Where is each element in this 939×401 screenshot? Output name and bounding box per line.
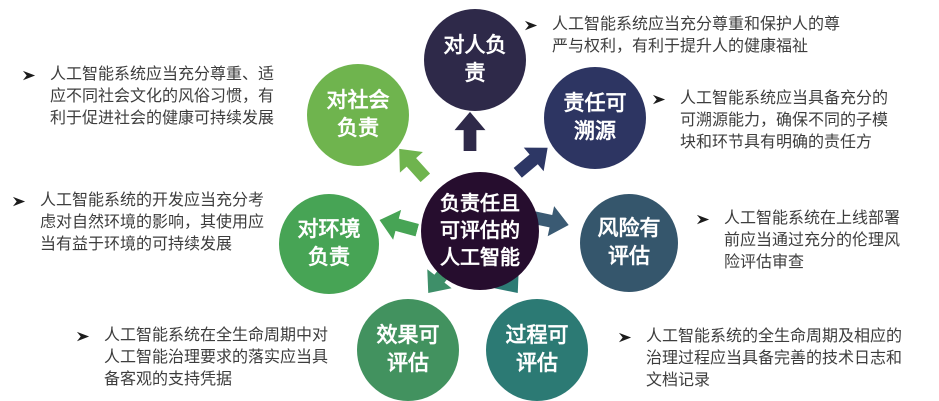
- note-responsible-to-environment: 人工智能系统的开发应当充分考 虑对自然环境的影响，其使用应 当有益于环境的可持续…: [12, 190, 277, 256]
- arrow-up-icon: [454, 111, 486, 151]
- arrow-bullet-icon: [524, 20, 538, 31]
- node-circle-traceable-responsibility: 责任可 溯源: [544, 67, 646, 169]
- note-text: 人工智能系统的开发应当充分考 虑对自然环境的影响，其使用应 当有益于环境的可持续…: [40, 192, 265, 253]
- note-text: 人工智能系统的全生命周期及相应的 治理过程应当具备完善的技术日志和 文档记录: [646, 328, 903, 389]
- note-responsible-to-people: 人工智能系统应当充分尊重和保护人的尊 严与权利，有利于提升人的健康福祉: [524, 14, 884, 58]
- arrow-up-right-icon: [513, 147, 548, 178]
- arrow-right-icon: [529, 206, 569, 237]
- note-text: 人工智能系统在全生命周期中对 人工智能治理要求的落实应当具 备客观的支持凭据: [104, 327, 329, 388]
- note-text: 人工智能系统在上线部署 前应当通过充分的伦理风 险评估审查: [724, 210, 901, 271]
- node-circle-process-assessable: 过程可 评估: [486, 299, 588, 401]
- note-risk-assessed: 人工智能系统在上线部署 前应当通过充分的伦理风 险评估审查: [696, 208, 911, 274]
- note-effect-assessable: 人工智能系统在全生命周期中对 人工智能治理要求的落实应当具 备客观的支持凭据: [76, 325, 341, 391]
- arrow-up-left-icon: [399, 148, 431, 183]
- note-traceable-responsibility: 人工智能系统应当具备充分的 可溯源能力，确保不同的子模 块和环节具有明确的责任方: [652, 88, 902, 154]
- arrow-bullet-icon: [76, 331, 90, 342]
- arrow-bullet-icon: [22, 70, 36, 81]
- note-text: 人工智能系统应当充分尊重和保护人的尊 严与权利，有利于提升人的健康福祉: [552, 16, 841, 55]
- note-text: 人工智能系统应当具备充分的 可溯源能力，确保不同的子模 块和环节具有明确的责任方: [680, 90, 889, 151]
- center-circle-responsible-assessable-ai: 负责任且 可评估的 人工智能: [421, 172, 539, 290]
- note-responsible-to-society: 人工智能系统应当充分尊重、适 应不同社会文化的风俗习惯，有 利于促进社会的健康可…: [22, 64, 292, 130]
- arrow-left-icon: [379, 209, 419, 240]
- node-circle-responsible-to-society: 对社会 负责: [307, 64, 409, 166]
- arrow-bullet-icon: [618, 332, 632, 343]
- node-circle-risk-assessed: 风险有 评估: [580, 194, 678, 292]
- note-text: 人工智能系统应当充分尊重、适 应不同社会文化的风俗习惯，有 利于促进社会的健康可…: [50, 66, 275, 127]
- node-circle-responsible-to-environment: 对环境 负责: [279, 194, 379, 294]
- arrow-bullet-icon: [12, 196, 26, 207]
- arrow-bullet-icon: [696, 214, 710, 225]
- arrow-bullet-icon: [652, 94, 666, 105]
- node-circle-responsible-to-people: 对人负 责: [424, 9, 526, 111]
- node-circle-effect-assessable: 效果可 评估: [357, 299, 459, 401]
- note-process-assessable: 人工智能系统的全生命周期及相应的 治理过程应当具备完善的技术日志和 文档记录: [618, 326, 918, 392]
